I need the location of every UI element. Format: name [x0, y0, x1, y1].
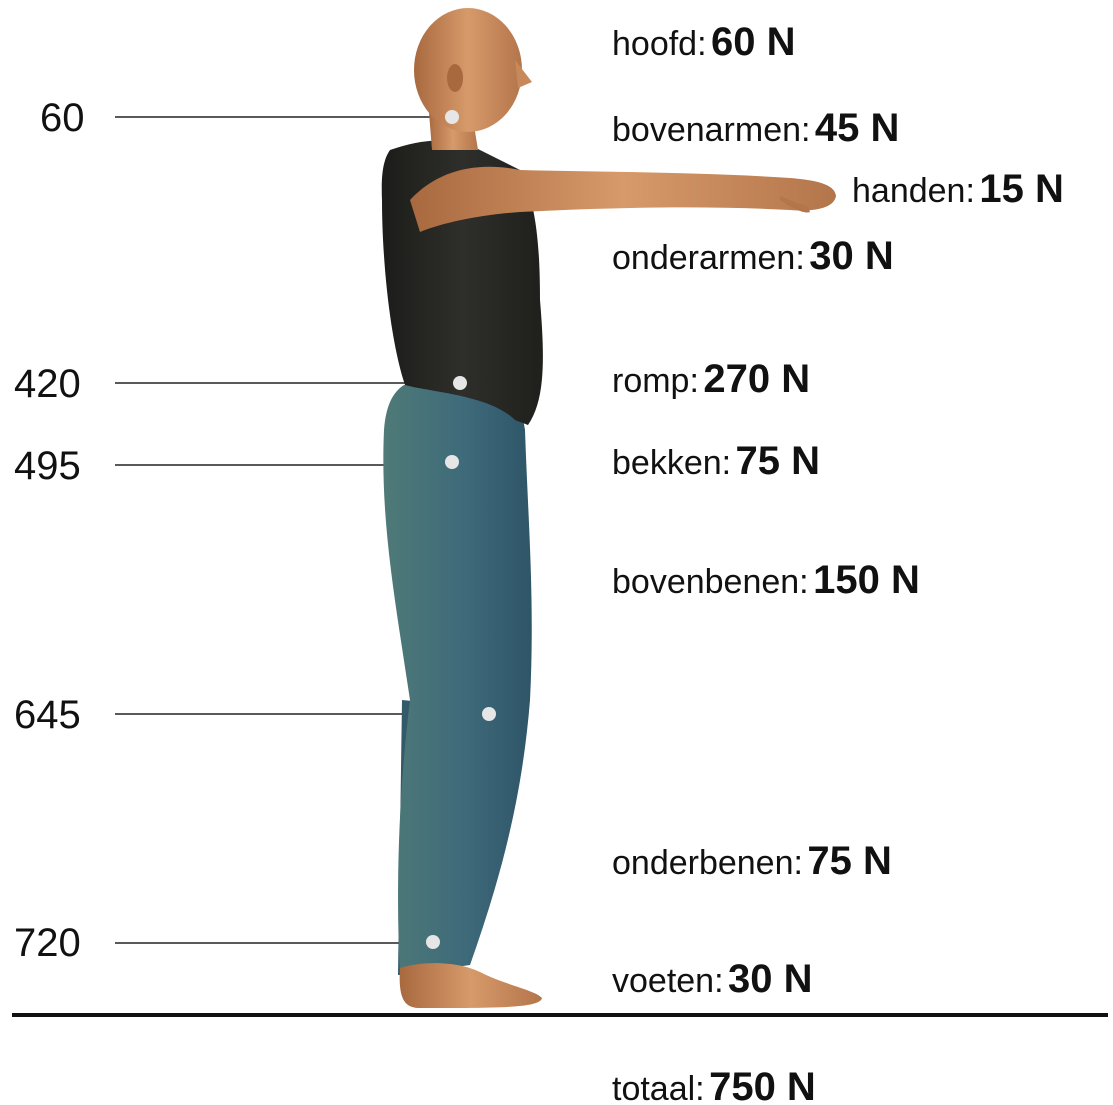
marker-bovenbenen	[482, 707, 496, 721]
label-romp-name: romp:	[612, 362, 699, 400]
label-totaal: totaal: 750 N	[612, 1067, 816, 1105]
left-value-720: 720	[14, 923, 81, 963]
label-totaal-value: 750 N	[709, 1065, 816, 1105]
label-romp: romp: 270 N	[612, 359, 810, 399]
label-hoofd: hoofd: 60 N	[612, 22, 795, 62]
label-romp-value: 270 N	[703, 357, 810, 401]
label-bekken-name: bekken:	[612, 444, 731, 482]
label-bovenbenen: bovenbenen: 150 N	[612, 560, 920, 600]
label-onderbenen-name: onderbenen:	[612, 844, 803, 882]
label-onderarmen-value: 30 N	[809, 234, 894, 278]
label-bovenarmen-value: 45 N	[815, 106, 900, 150]
left-value-420: 420	[14, 364, 81, 404]
label-bovenarmen: bovenarmen: 45 N	[612, 108, 899, 148]
label-handen: handen: 15 N	[852, 169, 1064, 209]
left-value-645: 645	[14, 695, 81, 735]
feet	[400, 963, 542, 1008]
label-voeten-name: voeten:	[612, 962, 724, 1000]
left-value-495: 495	[14, 446, 81, 486]
label-hoofd-value: 60 N	[711, 20, 796, 64]
label-bovenarmen-name: bovenarmen:	[612, 111, 810, 149]
label-totaal-name: totaal:	[612, 1070, 705, 1105]
marker-hoofd	[445, 110, 459, 124]
marker-romp	[453, 376, 467, 390]
jeans	[383, 383, 531, 975]
marker-onderbenen	[426, 935, 440, 949]
label-onderarmen-name: onderarmen:	[612, 239, 805, 277]
head	[414, 8, 522, 132]
label-hoofd-name: hoofd:	[612, 25, 707, 63]
label-bekken: bekken: 75 N	[612, 441, 820, 481]
label-bekken-value: 75 N	[736, 439, 821, 483]
label-bovenbenen-value: 150 N	[813, 558, 920, 602]
label-bovenbenen-name: bovenbenen:	[612, 563, 809, 601]
label-onderbenen-value: 75 N	[807, 839, 892, 883]
marker-bekken	[445, 455, 459, 469]
label-handen-value: 15 N	[979, 167, 1064, 211]
label-voeten-value: 30 N	[728, 957, 813, 1001]
label-onderbenen: onderbenen: 75 N	[612, 841, 892, 881]
label-handen-name: handen:	[852, 172, 975, 210]
label-onderarmen: onderarmen: 30 N	[612, 236, 894, 276]
label-voeten: voeten: 30 N	[612, 959, 812, 999]
left-value-60: 60	[40, 98, 85, 138]
